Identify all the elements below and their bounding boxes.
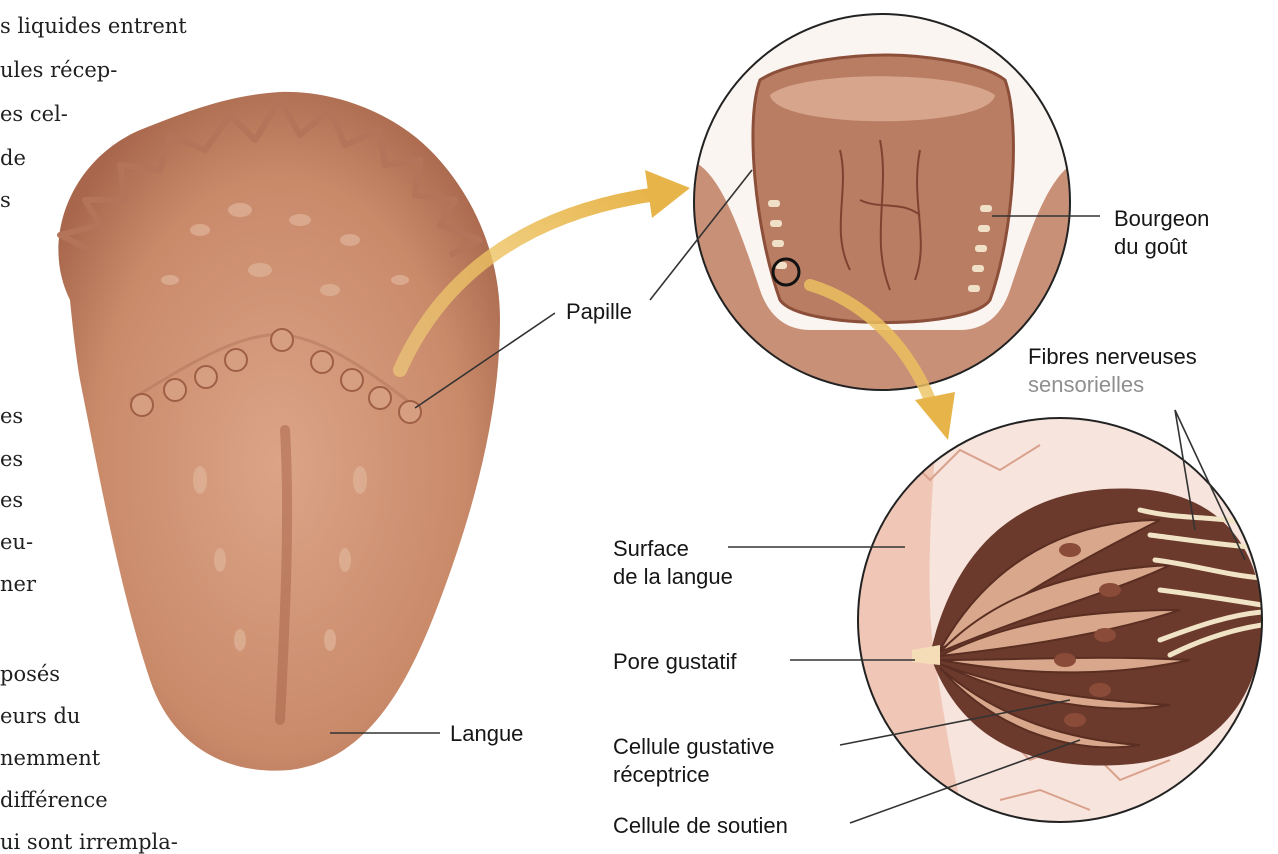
label-fibres-line2: sensorielles	[1028, 371, 1197, 399]
label-langue: Langue	[450, 720, 523, 748]
label-surface-line1: Surface	[613, 535, 733, 563]
label-bourgeon-line1: Bourgeon	[1114, 205, 1209, 233]
label-surface-line2: de la langue	[613, 563, 733, 591]
label-papille: Papille	[566, 298, 632, 326]
label-bourgeon: Bourgeon du goût	[1114, 205, 1209, 260]
label-bourgeon-line2: du goût	[1114, 233, 1209, 261]
papilla-magnified	[690, 14, 1080, 400]
label-fibres: Fibres nerveuses sensorielles	[1028, 343, 1197, 398]
label-pore: Pore gustatif	[613, 648, 737, 676]
label-cellule-gustative: Cellule gustative réceptrice	[613, 733, 774, 788]
tongue	[58, 92, 500, 771]
label-cellule-soutien: Cellule de soutien	[613, 812, 788, 840]
zoom-arrow-2-head	[915, 392, 955, 440]
zoom-arrow-1-head	[645, 170, 690, 218]
label-cellule-gustative-line1: Cellule gustative	[613, 733, 774, 761]
label-surface: Surface de la langue	[613, 535, 733, 590]
label-fibres-line1: Fibres nerveuses	[1028, 343, 1197, 371]
label-cellule-gustative-line2: réceptrice	[613, 761, 774, 789]
